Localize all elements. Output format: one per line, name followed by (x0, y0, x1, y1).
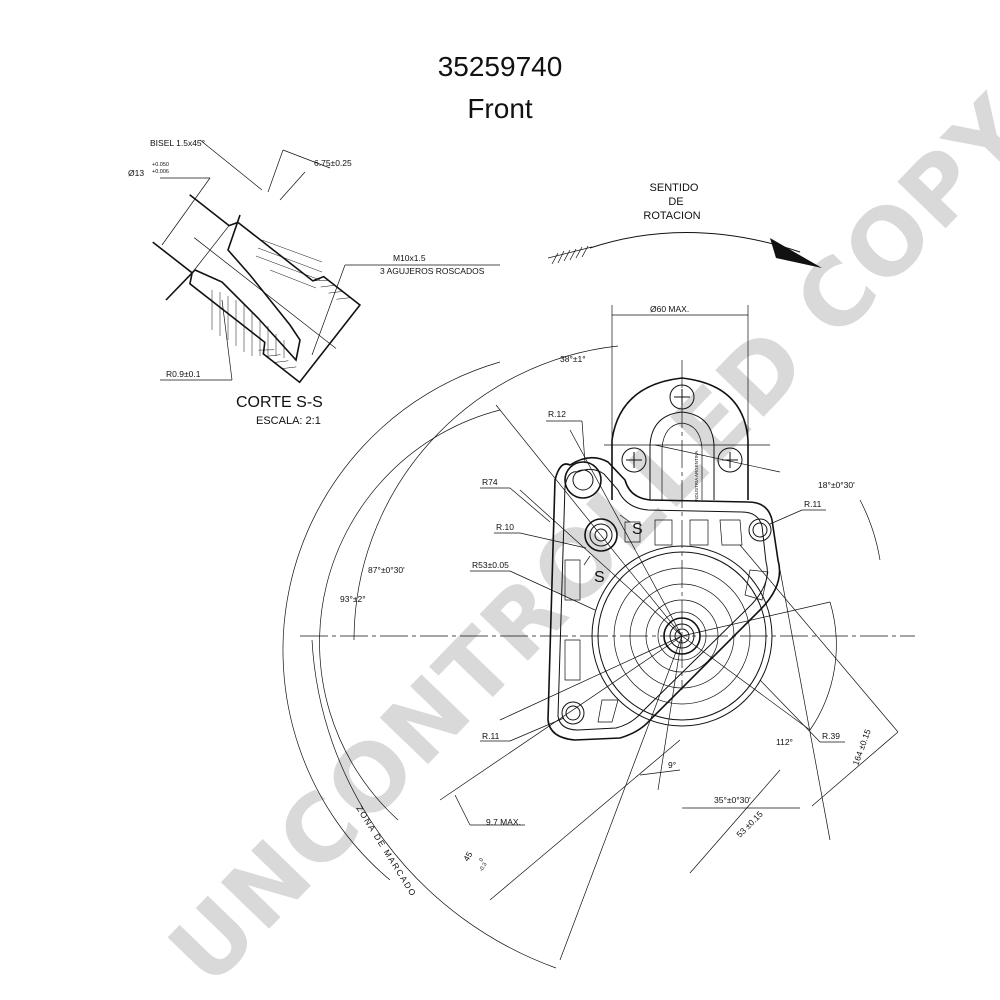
dim-angle38: 38°±1° (560, 354, 586, 364)
section-title: CORTE S-S (236, 394, 323, 411)
watermark: UNCONTROLLED COPY (149, 76, 1000, 1000)
part-number: 35259740 (438, 51, 563, 82)
rotation-line2: DE (668, 196, 683, 208)
dim-164: 164 ±0.15 (850, 728, 872, 767)
diameter-label: Ø13 (128, 168, 144, 178)
section-detail (152, 139, 500, 384)
dim-angle93: 93°±2° (340, 594, 366, 604)
dim-r74: R74 (482, 477, 498, 487)
rotation-line1: SENTIDO (650, 182, 699, 194)
radius-label: R0.9±0.1 (166, 369, 201, 379)
dim-r39: R.39 (822, 731, 840, 741)
vertical-label: INDUSTRIA ARGENTINA (694, 451, 699, 502)
bevel-label: BISEL 1.5x45° (150, 138, 205, 148)
s-mark-2: S (594, 569, 605, 586)
dim-angle18: 18°±0°30' (818, 480, 855, 490)
rotation-arrow (547, 231, 822, 268)
view-title: Front (467, 93, 533, 124)
dim-angle35: 35°±0°30' (714, 795, 751, 805)
dim-45: 45 (461, 850, 475, 863)
dim-r10: R.10 (496, 522, 514, 532)
dim-45-tol-upper: 0 (479, 857, 486, 863)
rotation-line3: ROTACION (643, 210, 700, 222)
dim-45-tol-lower: -0.3 (479, 862, 489, 873)
tol-lower: +0.006 (152, 169, 169, 175)
dim-angle9: 9° (668, 760, 676, 770)
thread-label: M10x1.5 (393, 253, 426, 263)
depth-label: 6.75±0.25 (314, 158, 352, 168)
dim-r53: R53±0.05 (472, 560, 509, 570)
dim-r11-top: R.11 (804, 499, 822, 509)
dim-r11-bottom: R.11 (482, 731, 500, 741)
tol-upper: +0.050 (152, 162, 169, 168)
s-mark-1: S (632, 521, 643, 538)
dim-97: 9.7 MAX. (486, 817, 521, 827)
section-scale: ESCALA: 2:1 (256, 415, 321, 427)
dim-angle112: 112° (776, 737, 793, 747)
dim-r12: R.12 (548, 409, 566, 419)
front-view (282, 305, 915, 969)
dim-dia60: Ø60 MAX. (650, 304, 689, 314)
dim-53: 53 ±0.15 (734, 809, 765, 840)
holes-label: 3 AGUJEROS ROSCADOS (380, 266, 485, 276)
dim-angle87: 87°±0°30' (368, 565, 405, 575)
